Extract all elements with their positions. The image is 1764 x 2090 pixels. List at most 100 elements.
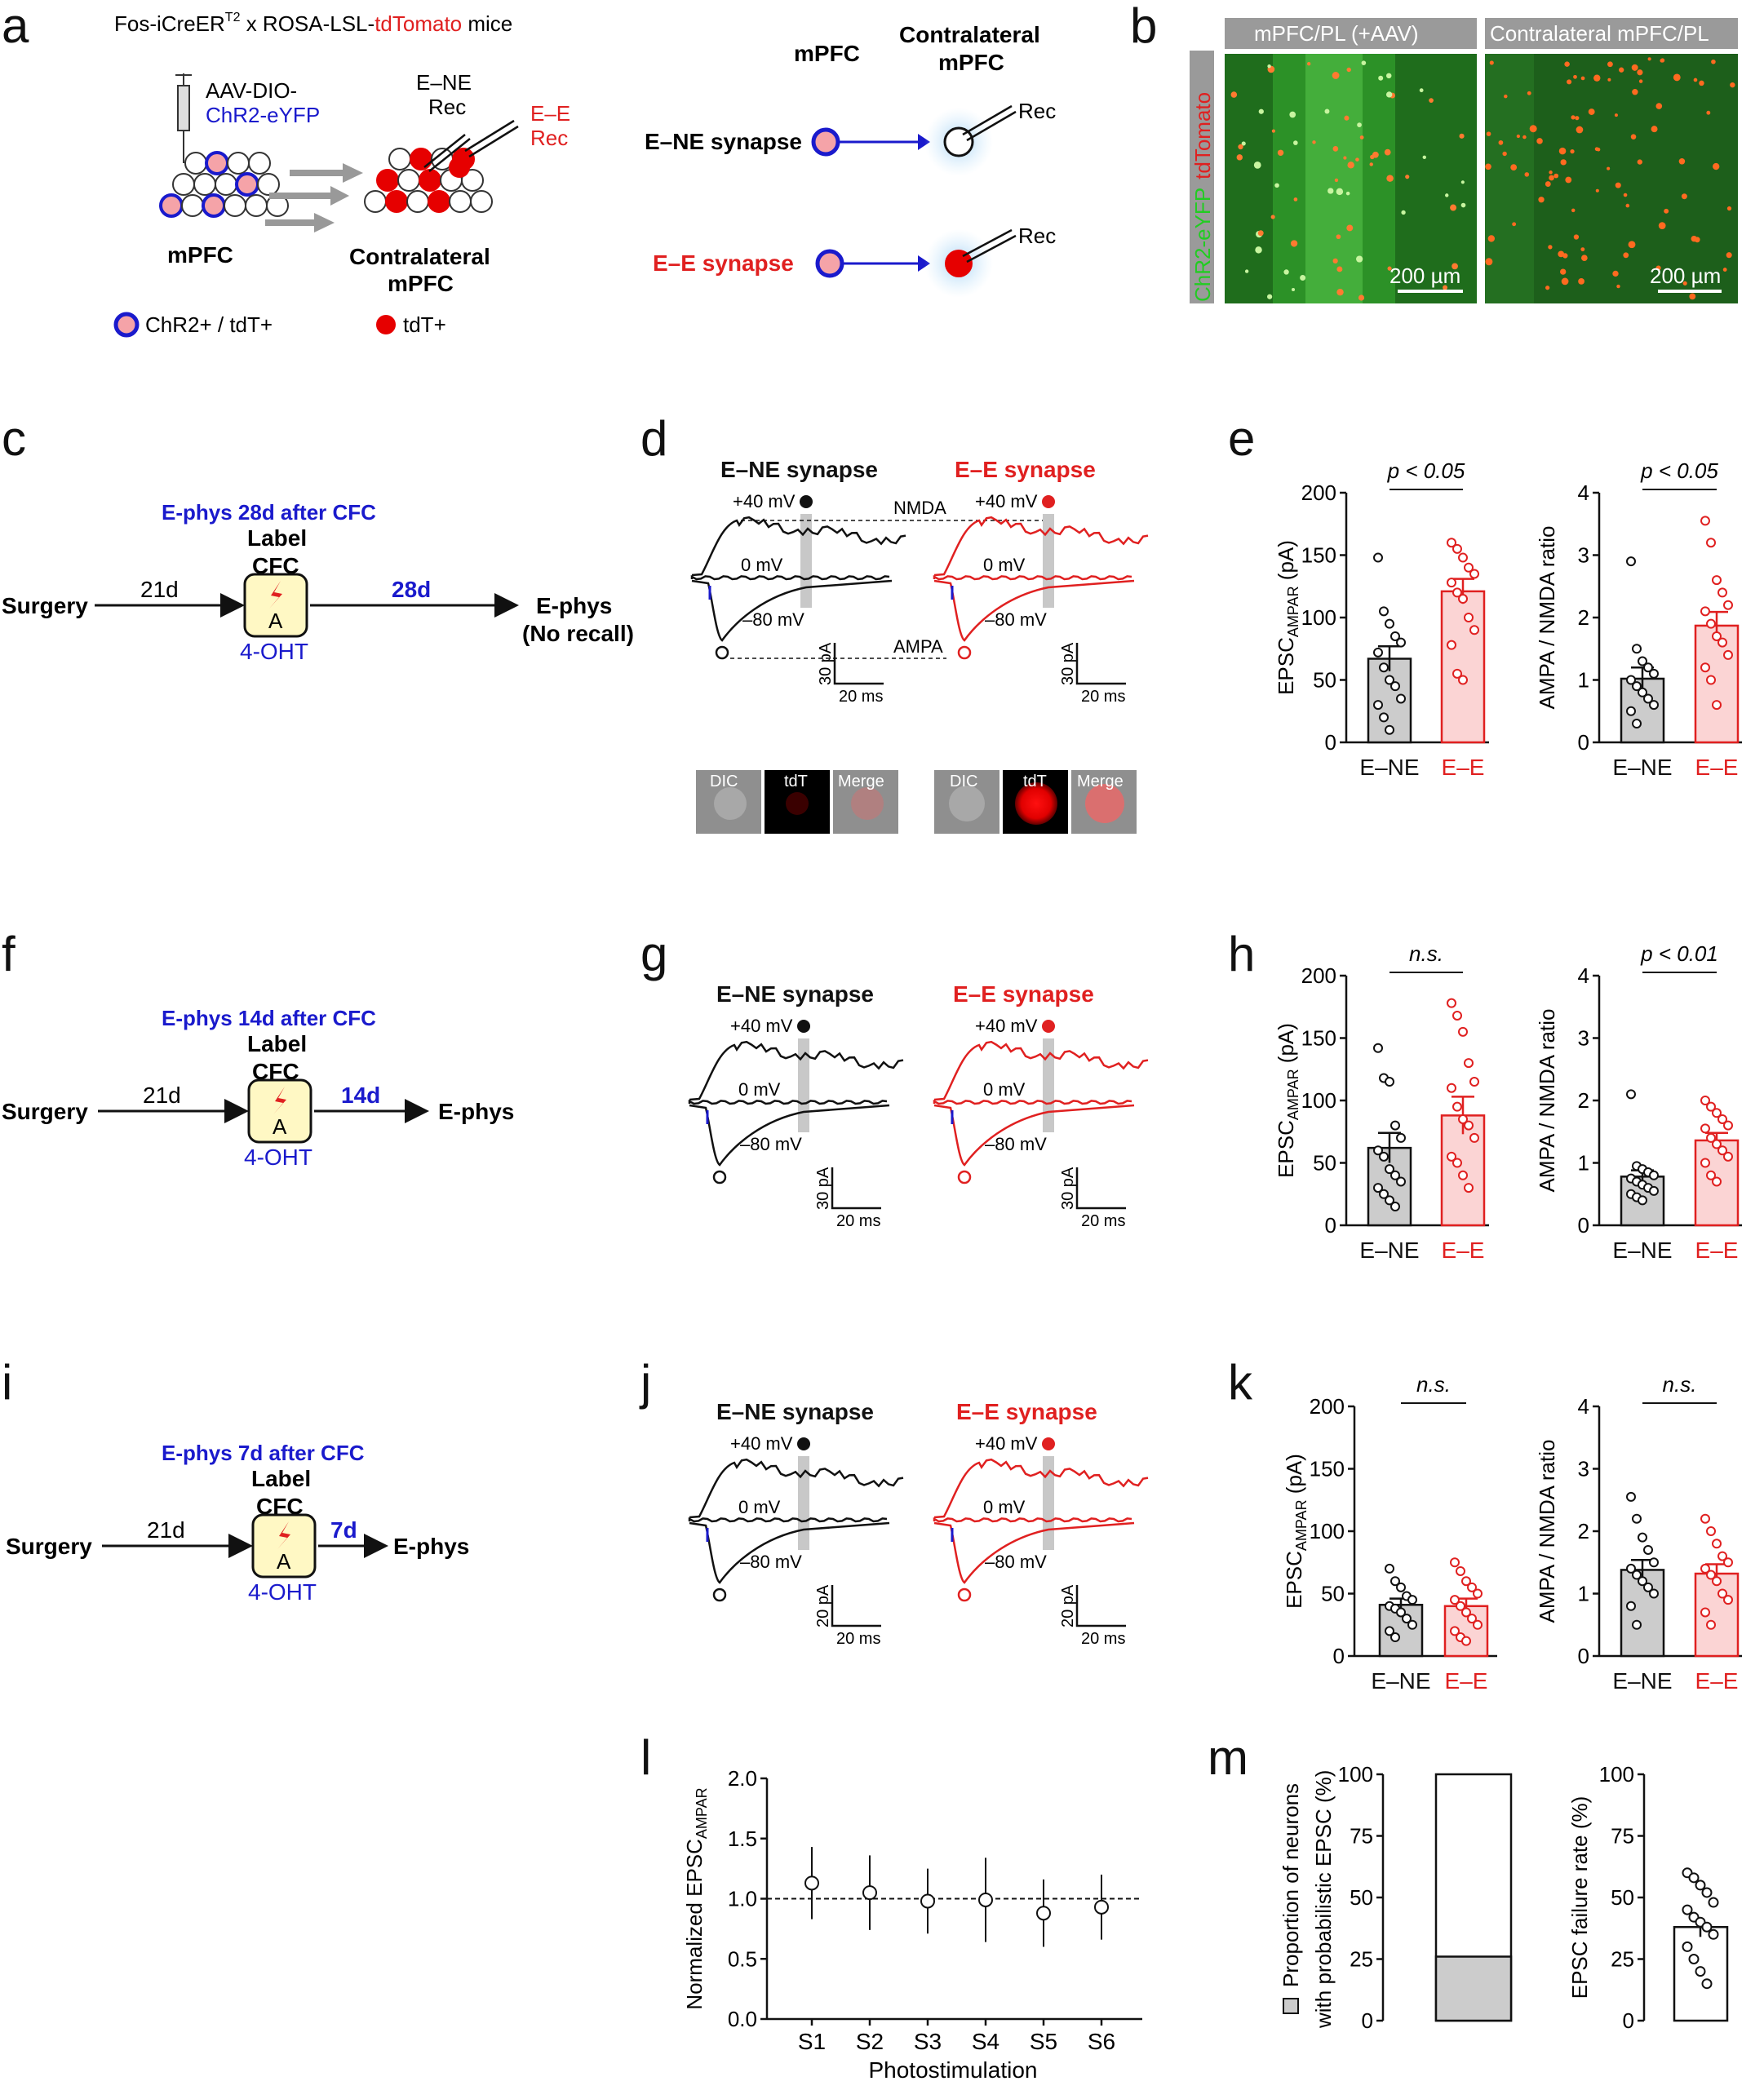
y-tick-label: 150 (1301, 543, 1336, 568)
ee-presynaptic-cell (815, 249, 844, 278)
data-point (1390, 1202, 1400, 1212)
data-point (1467, 1582, 1477, 1592)
data-point (920, 1893, 935, 1909)
y-tick-label: 100 (1338, 1762, 1373, 1787)
cell-dot (1346, 224, 1354, 232)
trace-title: E–NE synapse (720, 457, 878, 482)
micrograph-side-bar (1190, 51, 1214, 303)
label-zero: 0 mV (738, 1497, 781, 1517)
data-point (1723, 600, 1733, 610)
data-point (1447, 538, 1456, 548)
ephys-label: E-phys (438, 1099, 514, 1124)
ene-electrode-icon (962, 104, 1017, 142)
data-point (1450, 1557, 1460, 1568)
cell-dot (1290, 240, 1298, 247)
cell-dot (1578, 278, 1584, 285)
cell-dot (1336, 188, 1344, 196)
label-plus40: +40 mV (730, 1016, 793, 1036)
cell-dot (1560, 159, 1567, 166)
data-point (1450, 1595, 1460, 1605)
cell-dot (1623, 252, 1629, 259)
cell-dot (1628, 241, 1636, 249)
ee-rec-label: Rec (1018, 224, 1056, 248)
data-point (1458, 1026, 1468, 1037)
y-tick-label: 1 (1578, 1582, 1589, 1606)
cell-dot (1722, 268, 1727, 272)
data-point (1390, 1120, 1400, 1131)
trace-plus40 (933, 1458, 1149, 1519)
panel-label-e: e (1228, 411, 1255, 466)
cell (257, 173, 280, 196)
legend-tdt-swatch (376, 315, 396, 334)
cell-dot (1616, 284, 1620, 289)
category-label: E–NE (1371, 1668, 1430, 1694)
cell-dot (1625, 203, 1630, 208)
y-tick-label: 0 (1333, 1644, 1345, 1668)
nmda-window (798, 1456, 809, 1550)
context-a-label: A (268, 609, 283, 633)
nmda-measure-marker (1042, 1437, 1055, 1450)
y-tick-label: 4 (1578, 1394, 1589, 1419)
category-label: E–NE (1359, 755, 1419, 780)
cell (449, 190, 472, 213)
cell-dot (1460, 202, 1466, 208)
timeline-f: E-phys 14d after CFCLabelCFCSurgery21dA4… (2, 1006, 514, 1170)
data-point (1469, 1077, 1479, 1087)
data-point (1701, 1978, 1713, 1990)
data-point (1708, 1928, 1719, 1940)
label-minus80: –80 mV (985, 609, 1047, 630)
data-point (1379, 1189, 1389, 1199)
cell-dot (1504, 94, 1508, 99)
trace-title: E–NE synapse (716, 1399, 874, 1424)
label-plus40: +40 mV (733, 491, 796, 511)
data-point (1402, 1614, 1412, 1624)
y-tick-label: 100 (1599, 1762, 1634, 1787)
cell-dot (1564, 61, 1570, 67)
y-tick-label: 50 (1313, 1151, 1336, 1176)
data-point (1379, 606, 1389, 617)
ene-synapse-label: E–NE synapse (645, 129, 802, 154)
cell-dot (1419, 88, 1424, 93)
cell (406, 190, 429, 213)
ampa-measure-marker (957, 645, 972, 660)
cell-dot (1357, 122, 1362, 128)
y-tick-label: 0 (1623, 2008, 1634, 2033)
nmda-window (798, 1038, 809, 1132)
y-tick-label: 75 (1611, 1824, 1634, 1849)
cell (364, 190, 387, 213)
data-point (1638, 687, 1647, 697)
ephys-label: E-phys (393, 1534, 469, 1559)
data-point (1700, 1513, 1710, 1524)
cell-dot (1336, 288, 1344, 296)
trace-title: E–E synapse (955, 457, 1096, 482)
cell-dot (1270, 215, 1275, 219)
cell-dot (1595, 188, 1599, 193)
scale-time: 20 ms (1081, 688, 1125, 706)
scale-amp: 20 pA (1059, 1584, 1077, 1627)
cell (184, 152, 207, 175)
label-text: Label (247, 1031, 307, 1056)
ee-rec-label-line2: Rec (530, 126, 568, 150)
cell-dot (1293, 197, 1298, 201)
cfc-context-box (243, 573, 308, 638)
cell-dot (1560, 268, 1567, 275)
no-recall-label: (No recall) (522, 621, 634, 646)
cell-dot (1378, 75, 1384, 81)
data-point (1373, 647, 1383, 658)
y-tick-label: 4 (1578, 963, 1589, 988)
cell-dot (1422, 155, 1427, 160)
nmda-window (1043, 1456, 1054, 1550)
data-point (1706, 675, 1716, 685)
ee-electrode-icon (962, 228, 1017, 263)
contralateral-cell-cluster (364, 148, 493, 213)
data-point (1649, 700, 1659, 711)
y-tick-label: 2.0 (728, 1766, 757, 1791)
cell (388, 148, 411, 170)
data-point (1396, 1176, 1406, 1187)
data-point (1390, 1632, 1400, 1643)
cell-dot (1571, 115, 1576, 120)
context-a-label: A (277, 1549, 291, 1574)
cell-dot (1573, 74, 1577, 79)
data-point (1626, 706, 1636, 716)
cell-dot (1588, 108, 1595, 115)
